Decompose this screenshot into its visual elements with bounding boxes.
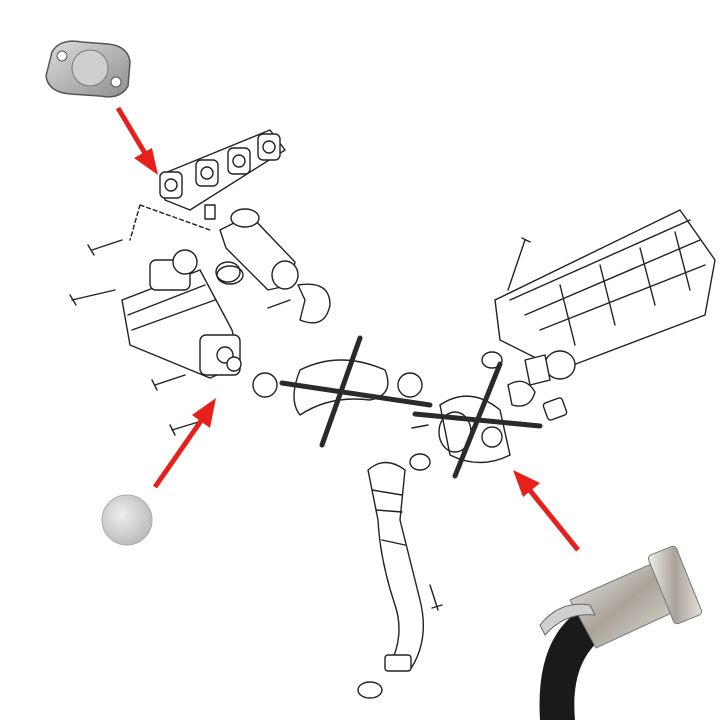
egr-delete-pipe [539,545,703,720]
cross-mark-icon [412,411,543,429]
intake-manifold [494,209,716,386]
intake-hose [357,461,443,699]
arrow-icon [152,398,216,489]
egr-cooler [121,249,242,379]
blanking-disc [101,494,153,546]
egr-blanking-plate [45,40,131,98]
arrow-icon [115,106,158,175]
cross-mark-icon [279,380,433,408]
exhaust-manifold [129,129,286,241]
red-arrows [115,106,580,552]
arrow-icon [513,470,580,552]
bolts [69,237,531,436]
cross-marks [279,335,543,479]
egr-valve [204,204,331,324]
